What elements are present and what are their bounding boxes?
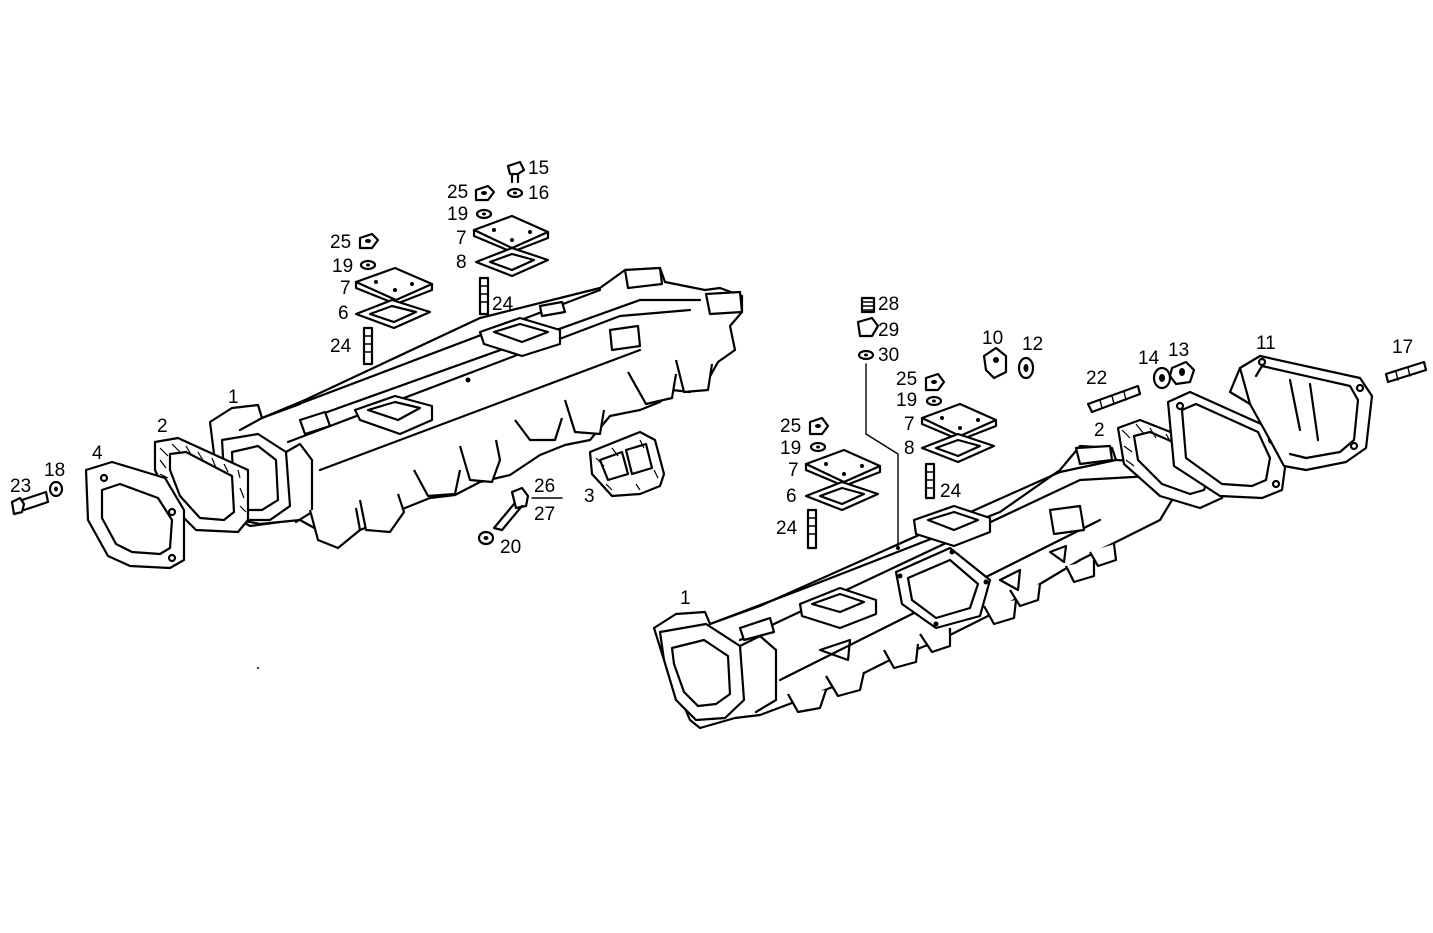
stud-22 [1086, 384, 1142, 414]
spring-28 [860, 296, 876, 314]
nut-25-a [358, 232, 380, 250]
left-gasket-3 [588, 430, 666, 498]
gasket-8 [474, 246, 550, 278]
label-part-4: 4 [92, 443, 103, 464]
left-cover-stack-b [472, 160, 550, 316]
stray-dot [257, 667, 259, 669]
stud-24-b [478, 276, 490, 316]
label-part-13: 13 [1168, 340, 1189, 361]
label-part-24: 24 [776, 518, 798, 539]
label-part-1: 1 [680, 588, 691, 609]
label-part-24: 24 [330, 336, 352, 357]
washer-19-c [809, 441, 827, 453]
label-part-17: 17 [1392, 337, 1413, 358]
label-part-23: 23 [10, 476, 31, 497]
label-part-7: 7 [904, 414, 915, 435]
nut-25-d [924, 372, 946, 392]
label-part-19: 19 [780, 438, 801, 459]
plug-10 [982, 346, 1008, 380]
washer-30 [857, 349, 875, 361]
label-part-1: 1 [228, 387, 239, 408]
left-exhaust-manifold [208, 266, 744, 550]
label-part-6: 6 [786, 486, 797, 507]
bolt-15 [506, 160, 526, 184]
label-part-30: 30 [878, 345, 899, 366]
bolt-26-27 [492, 486, 530, 532]
label-part-25: 25 [447, 182, 468, 203]
stud-24-c [806, 508, 818, 550]
label-part-7: 7 [456, 228, 467, 249]
label-part-2: 2 [1094, 420, 1105, 441]
right-labels: 1 2 6 7 7 8 10 11 12 13 14 17 19 19 22 2… [680, 294, 1413, 609]
label-part-25: 25 [330, 232, 351, 253]
label-part-7: 7 [340, 278, 351, 299]
washer-18 [48, 480, 64, 498]
label-part-24: 24 [492, 294, 514, 315]
label-part-28: 28 [878, 294, 899, 315]
gasket-6-a [354, 298, 432, 330]
label-part-10: 10 [982, 328, 1003, 349]
washer-20 [477, 530, 495, 546]
stud-24-d [924, 462, 936, 500]
label-part-3: 3 [584, 486, 595, 507]
label-part-18: 18 [44, 460, 65, 481]
washer-19-a [359, 259, 377, 271]
label-part-26: 26 [534, 476, 555, 497]
label-part-29: 29 [878, 320, 899, 341]
washer-19-d [925, 395, 943, 407]
label-part-7: 7 [788, 460, 799, 481]
right-cover-stack-b [920, 372, 998, 500]
label-part-8: 8 [456, 252, 467, 273]
cover-plate-7-c [804, 448, 882, 488]
label-part-2: 2 [157, 416, 168, 437]
label-part-19: 19 [332, 256, 353, 277]
right-stack-28-30 [856, 296, 900, 550]
label-part-27: 27 [534, 504, 555, 525]
right-cover-stack-a [804, 416, 882, 550]
label-part-15: 15 [528, 158, 549, 179]
nut-13 [1168, 360, 1196, 386]
nut-25-c [808, 416, 830, 436]
washer-19-b [475, 208, 493, 220]
left-end-plate-4 [84, 460, 186, 570]
label-part-11: 11 [1256, 333, 1276, 354]
label-part-14: 14 [1138, 348, 1160, 369]
stud-24-a [362, 326, 374, 366]
cover-plate-7-a [354, 266, 434, 306]
bolt-23 [10, 490, 50, 516]
right-exhaust-manifold [652, 444, 1174, 730]
washer-16 [506, 187, 524, 199]
label-part-8: 8 [904, 438, 915, 459]
cover-plate-7-b [472, 214, 550, 254]
right-outlet-elbow-11 [1228, 354, 1374, 472]
label-part-19: 19 [447, 204, 468, 225]
washer-14 [1152, 366, 1172, 390]
label-part-19: 19 [896, 390, 917, 411]
stud-17 [1384, 360, 1428, 384]
washer-12 [1017, 356, 1035, 380]
nut-25-b [474, 184, 496, 202]
label-part-12: 12 [1022, 334, 1043, 355]
label-part-16: 16 [528, 183, 549, 204]
label-part-22: 22 [1086, 368, 1107, 389]
label-part-25: 25 [780, 416, 801, 437]
gasket-8-b [920, 432, 996, 464]
label-part-6: 6 [338, 303, 349, 324]
nut-29 [856, 316, 880, 338]
right-gasket-2 [1116, 418, 1228, 510]
left-cover-stack-a [354, 232, 434, 366]
left-labels: 1 2 3 4 6 7 7 8 15 16 18 19 19 20 23 24 … [10, 158, 595, 558]
label-part-24: 24 [940, 481, 962, 502]
gasket-6-b [804, 480, 880, 512]
label-part-25: 25 [896, 369, 917, 390]
label-part-20: 20 [500, 537, 521, 558]
right-end-flange [1166, 390, 1288, 500]
